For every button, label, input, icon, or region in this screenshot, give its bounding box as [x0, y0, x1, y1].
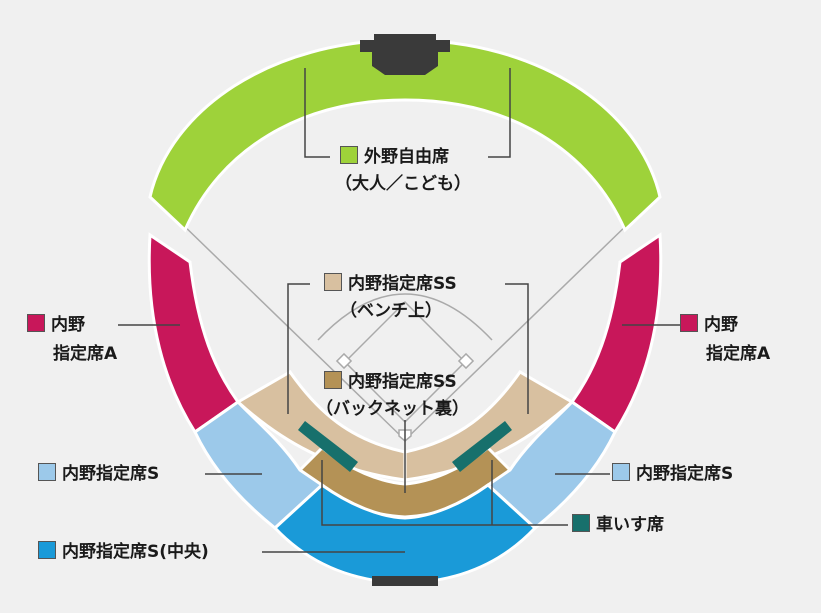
third-base [335, 352, 353, 370]
swatch-infield-a-left [27, 314, 45, 332]
label-infield-a-right-sub: 指定席A [706, 344, 771, 364]
label-ss-bench: 内野指定席SS [324, 273, 457, 295]
infield-arc [317, 293, 493, 341]
swatch-s-center [38, 541, 56, 559]
label-infield-a-left-sub: 指定席A [53, 344, 118, 364]
label-wheelchair: 車いす席 [572, 514, 664, 536]
first-base [457, 352, 475, 370]
swatch-ss-backnet [324, 371, 342, 389]
seat-infield-s-center[interactable] [272, 483, 538, 585]
label-outfield-sub: （大人／こども） [335, 174, 471, 194]
right-foul-line [404, 219, 633, 441]
swatch-ss-bench [324, 273, 342, 291]
label-outfield: 外野自由席 [340, 146, 449, 168]
leader-lines [118, 68, 680, 553]
swatch-s-right [612, 463, 630, 481]
swatch-wheelchair [572, 514, 590, 532]
label-ss-backnet-sub: （バックネット裏） [316, 399, 469, 419]
swatch-outfield [340, 146, 358, 164]
backstop-gate [372, 576, 438, 586]
label-infield-a-left: 内野 [27, 314, 85, 336]
seat-outfield-free[interactable] [148, 38, 662, 233]
label-s-right: 内野指定席S [612, 463, 733, 485]
left-foul-line [177, 219, 406, 441]
label-ss-bench-sub: （ベンチ上） [340, 301, 442, 321]
label-s-center: 内野指定席S(中央) [38, 541, 209, 563]
seat-wheelchair-left[interactable] [298, 421, 358, 472]
label-s-left: 内野指定席S [38, 463, 159, 485]
swatch-s-left [38, 463, 56, 481]
swatch-infield-a-right [680, 314, 698, 332]
scoreboard [360, 34, 450, 75]
label-infield-a-right: 内野 [680, 314, 738, 336]
seat-wheelchair-right[interactable] [452, 421, 512, 472]
label-ss-backnet: 内野指定席SS [324, 371, 457, 393]
label-outfield-text: 外野自由席 [364, 147, 449, 167]
